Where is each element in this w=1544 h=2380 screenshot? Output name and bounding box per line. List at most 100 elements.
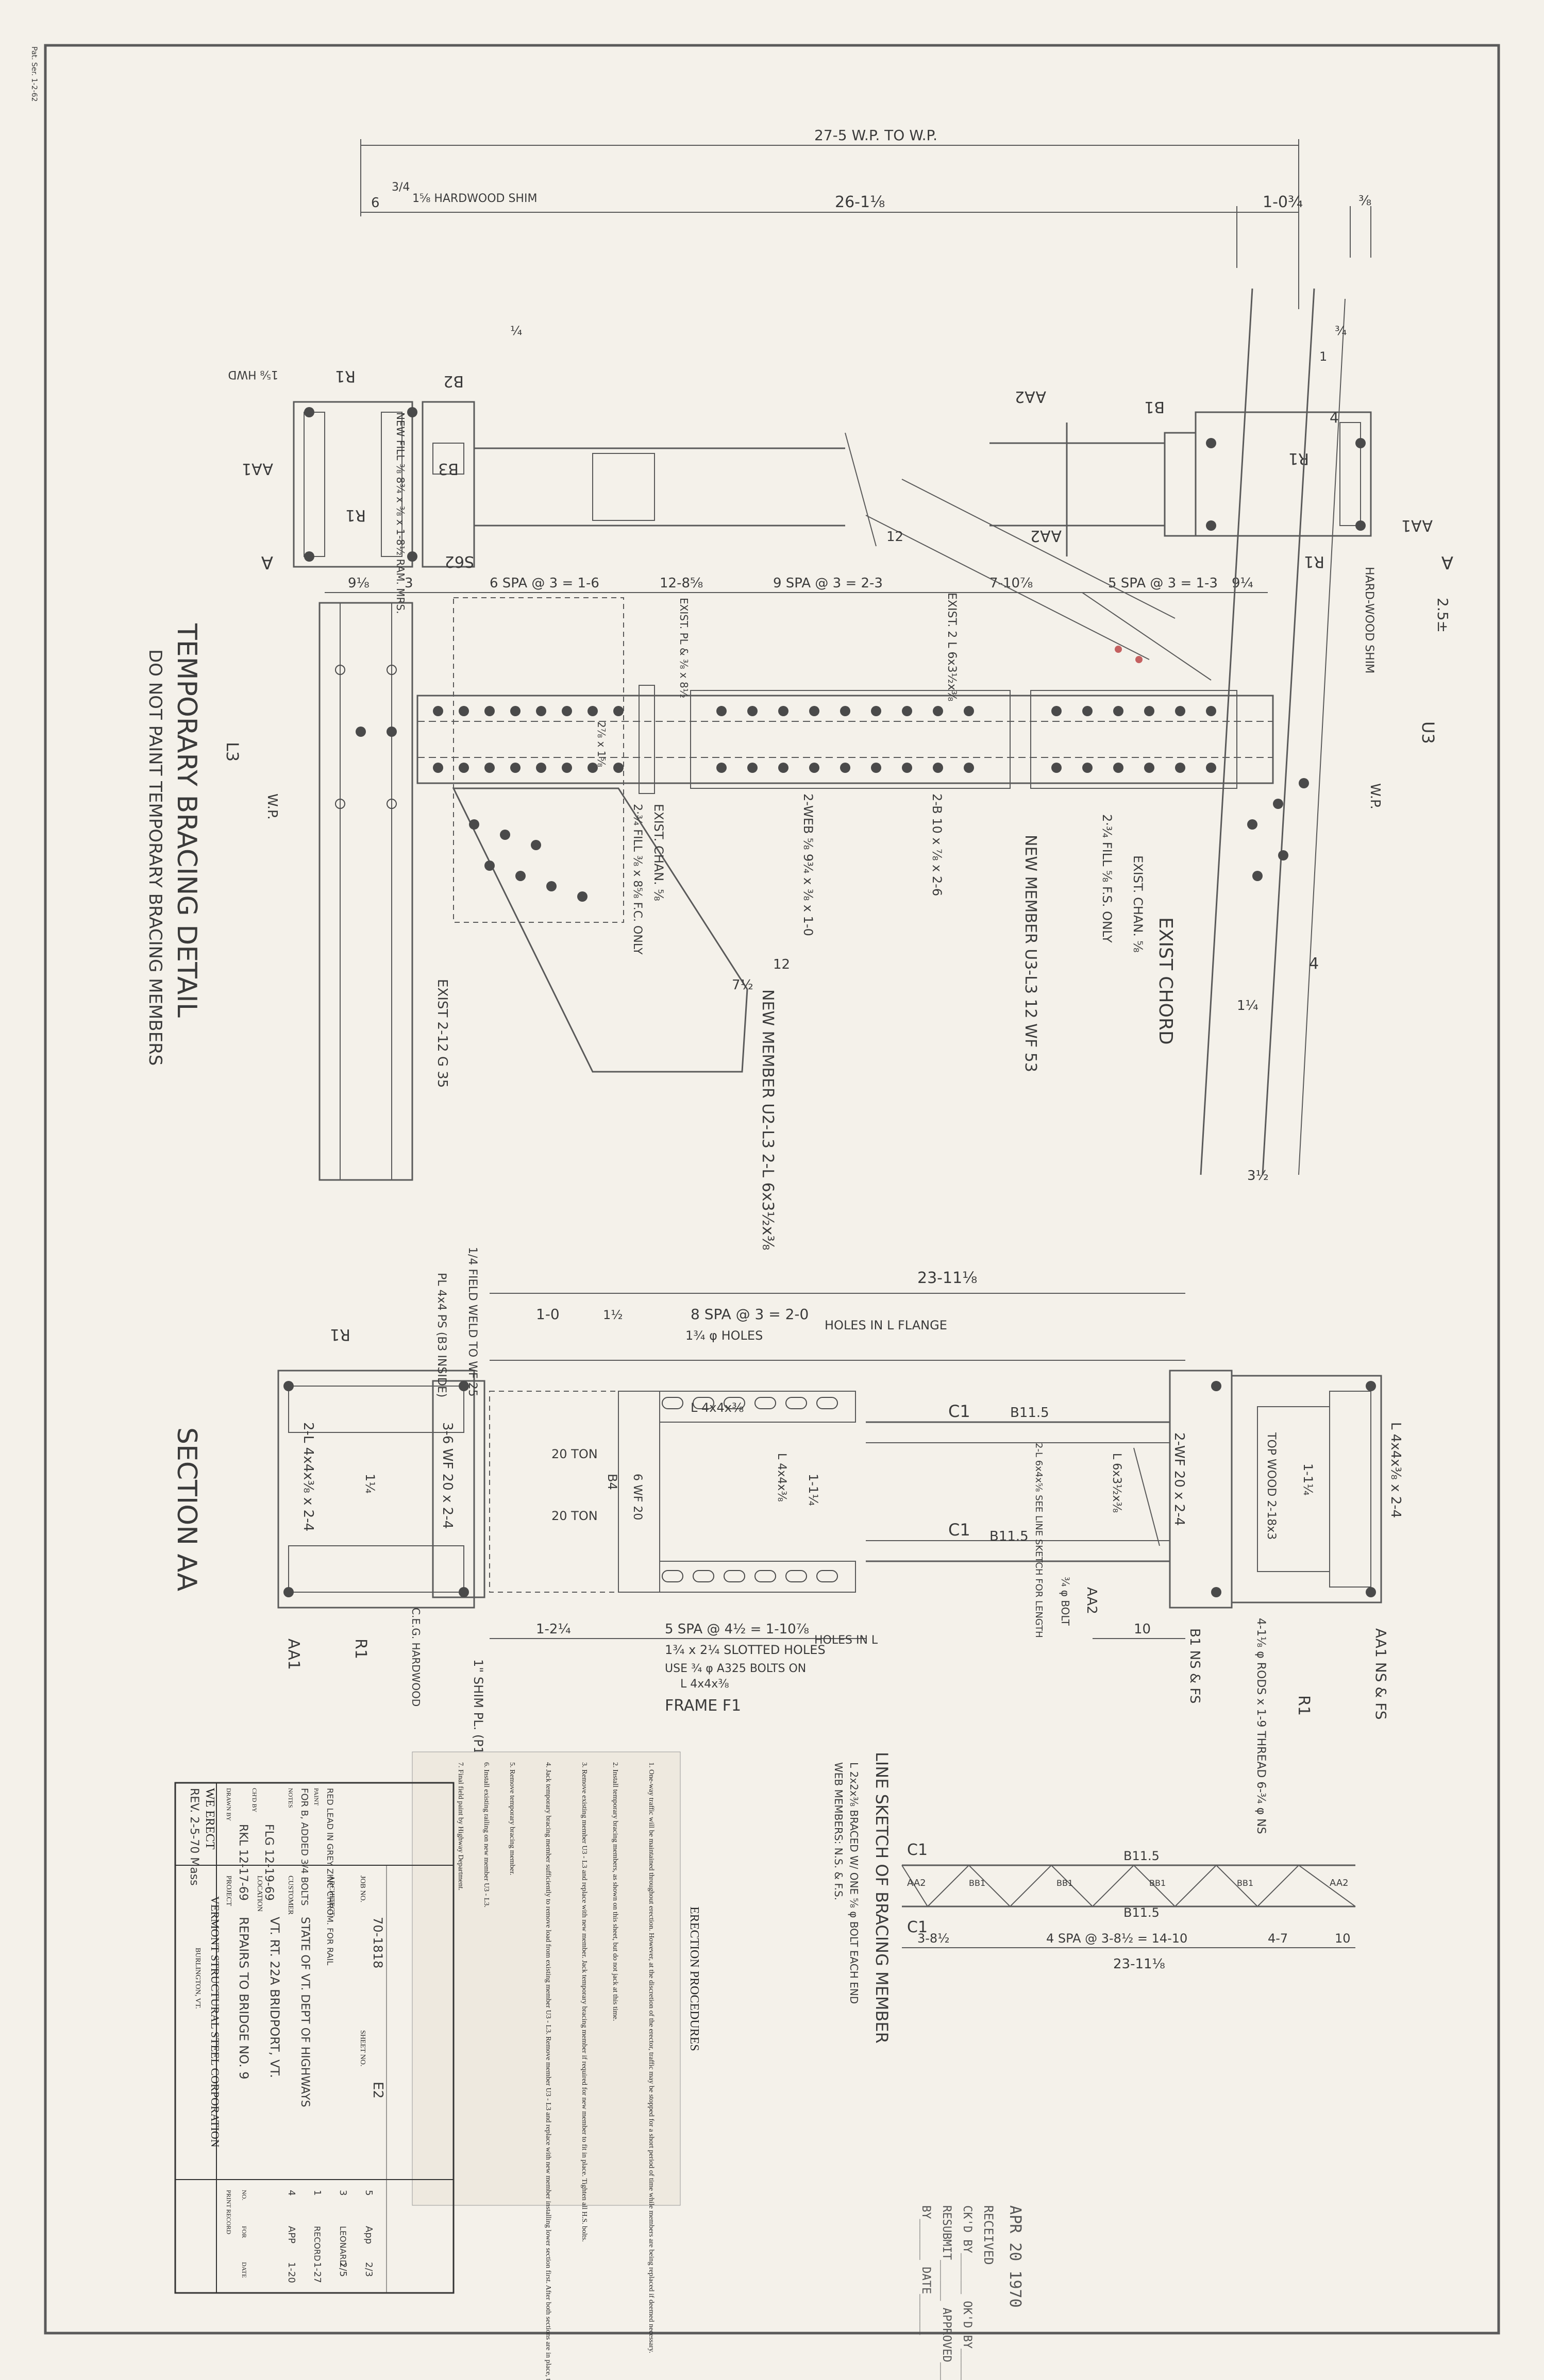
dim-12: 12 bbox=[773, 957, 790, 972]
tb-print-record: PRINT RECORD bbox=[225, 2190, 232, 2234]
sec-top-wood: TOP WOOD 2-18x3 bbox=[1265, 1432, 1278, 1540]
tb-architect-label: ARCHITECT bbox=[328, 1876, 335, 1916]
sec-field-weld: 1/4 FIELD WELD TO WF 25 bbox=[466, 1247, 479, 1397]
erection-step-4: 4. Jack temporary bracing member suffici… bbox=[544, 1762, 552, 2380]
dim-hardwood-shim: 1⅝ HARDWOOD SHIM bbox=[412, 192, 537, 205]
label-exist-l: EXIST 2-12 G 35 bbox=[434, 979, 450, 1088]
ls-overall: 23-11⅛ bbox=[1113, 1956, 1165, 1972]
erection-step-2: 2. Install temporary bracing members, as… bbox=[611, 1762, 619, 2021]
spacing-row: 9⅛ 3 6 SPA @ 3 = 1-6 12-8⅝ 9 SPA @ 3 = 2… bbox=[325, 576, 1268, 593]
sec-bolt: ¾ φ BOLT bbox=[1059, 1577, 1071, 1626]
stamp-ckd: CK'D BY______ OK'D BY______ bbox=[961, 2205, 974, 2380]
left-bearing-assembly bbox=[293, 401, 1372, 568]
sec-slotted: 1¾ x 2¼ SLOTTED HOLES bbox=[665, 1643, 826, 1657]
sec-dim-10-b: 10 bbox=[1134, 1622, 1151, 1637]
ls-bb1-0: BB1 bbox=[969, 1878, 985, 1888]
tb-project: REPAIRS TO BRIDGE NO. 9 bbox=[237, 1917, 251, 2079]
erection-step-7: 7. Final field paint by Highway Departme… bbox=[457, 1762, 464, 1891]
label-a-left: A bbox=[261, 552, 273, 572]
dim-wp-to-wp: 27-5 W.P. TO W.P. bbox=[814, 127, 937, 144]
section-aa-geometry bbox=[277, 1293, 1382, 1639]
spacing-4: 9 SPA @ 3 = 2-3 bbox=[773, 576, 883, 591]
tb-row-label-2: NOTES bbox=[287, 1788, 294, 1808]
ls-bb1-1: BB1 bbox=[1056, 1878, 1073, 1888]
ls-dim-3: 10 bbox=[1335, 1931, 1351, 1946]
sec-holes: 1¾ φ HOLES bbox=[685, 1328, 763, 1343]
dim-1-4: 1¼ bbox=[1237, 998, 1258, 1014]
dim-3-half: 3½ bbox=[1247, 1168, 1269, 1184]
tb-row-label-0: DRAWN BY bbox=[225, 1788, 232, 1821]
label-new-fill: NEW FILL ⅜ 8¾ x ⅜ x 1-8½ RAM. MRS. bbox=[394, 412, 407, 614]
tb-pr-2-2: 2/5 bbox=[338, 2262, 348, 2277]
line-sketch: LINE SKETCH OF BRACING MEMBER L 2x2x⅜ BR… bbox=[832, 1752, 1356, 2044]
sec-dim-10: 1-0 bbox=[536, 1306, 560, 1323]
dim-26: 26-1⅛ bbox=[835, 193, 885, 211]
sec-wf20-b: 6 WF 20 bbox=[631, 1474, 644, 1520]
label-new-member-2: NEW MEMBER U2-L3 2-L 6x3½x⅜ bbox=[759, 989, 777, 1250]
tb-pr-3-2: 2/3 bbox=[363, 2262, 374, 2277]
spacing-3: 12-8⅝ bbox=[660, 576, 703, 591]
sec-dim-overall: 23-11⅛ bbox=[917, 1269, 977, 1287]
tb-job-label: JOB NO. bbox=[359, 1876, 366, 1902]
spacing-6: 5 SPA @ 3 = 1-3 bbox=[1108, 576, 1218, 591]
label-hw-right: HARD-WOOD SHIM bbox=[1363, 567, 1375, 673]
sec-aa1: AA1 NS & FS bbox=[1372, 1628, 1389, 1720]
dim-1-4-top: ¼ bbox=[510, 324, 522, 338]
tb-pr-header-0: NO. bbox=[241, 2190, 248, 2200]
sec-b115-a: B11.5 bbox=[1010, 1405, 1049, 1421]
tb-we-erect: WE ERECT bbox=[203, 1788, 216, 1850]
sec-l6: L 6x3½x⅜ bbox=[1110, 1453, 1123, 1513]
sec-b4: B4 bbox=[605, 1474, 619, 1490]
tb-location-label: LOCATION bbox=[256, 1876, 263, 1912]
sec-dim-spa: 8 SPA @ 3 = 2-0 bbox=[691, 1306, 809, 1323]
label-a-right: A bbox=[1441, 552, 1453, 572]
tb-location: VT. RT. 22A BRIDPORT, VT. bbox=[267, 1917, 282, 2078]
spacing-0: 9⅛ bbox=[348, 576, 370, 591]
sec-frame: FRAME F1 bbox=[665, 1697, 741, 1715]
label-b2: B2 bbox=[443, 372, 464, 390]
label-b3: B3 bbox=[438, 460, 459, 478]
label-aa1: AA1 bbox=[242, 460, 273, 478]
sec-dim-2: 1½ bbox=[603, 1308, 623, 1322]
tb-sheet: E2 bbox=[370, 2082, 385, 2099]
sec-wf20-c: 2-WF 20 x 2-4 bbox=[1171, 1432, 1187, 1526]
tb-pr-0-2: 1-20 bbox=[286, 2262, 297, 2283]
label-web-pl: 2-WEB ⅝ 9¾ x ⅜ x 1-0 bbox=[801, 794, 815, 936]
sec-holes-in: HOLES IN L bbox=[814, 1634, 878, 1647]
tb-pr-0-0: 4 bbox=[286, 2190, 297, 2196]
ls-aa2-b: AA2 bbox=[1330, 1878, 1349, 1888]
sec-aa2: AA2 bbox=[1084, 1587, 1099, 1614]
label-u3: U3 bbox=[1418, 721, 1438, 744]
sheet-border bbox=[44, 44, 1500, 2335]
tb-row-value-3: RED LEAD IN GREY ZINC CHROM. FOR RAIL bbox=[325, 1788, 335, 1965]
tb-row-label-1: CH'D BY bbox=[251, 1788, 258, 1813]
ls-b115-b: B11.5 bbox=[1123, 1905, 1160, 1920]
tb-company: VERMONT STRUCTURAL STEEL CORPORATION bbox=[209, 1896, 222, 2148]
sec-use-bolts: USE ¾ φ A325 BOLTS ON bbox=[665, 1662, 806, 1675]
label-r1-a: R1 bbox=[335, 367, 356, 385]
sec-shim: 1" SHIM PL. (P1) bbox=[471, 1659, 485, 1759]
label-aa2-b: AA2 bbox=[1030, 527, 1062, 545]
sec-c1-b: C1 bbox=[948, 1520, 970, 1540]
tb-row-value-1: FLG 12-19-69 bbox=[262, 1824, 275, 1901]
title-block: WE ERECT REV. 2-5-70 Mass VERMONT STRUCT… bbox=[174, 1782, 455, 2294]
label-aa2: AA2 bbox=[1015, 387, 1046, 406]
spacing-1: 3 bbox=[405, 576, 413, 591]
stamp-resubmit: RESUBMIT______ APPROVED______ bbox=[940, 2205, 953, 2380]
label-hw-left: 1⅝ HWD bbox=[228, 368, 278, 381]
sec-note-l: 2-L 6x4x⅝ SEE LINE SKETCH FOR LENGTH bbox=[1033, 1443, 1044, 1638]
sec-rods: 4-1⅛ φ RODS x 1-9 THREAD 6-¾ φ NS bbox=[1254, 1618, 1267, 1834]
ls-dim-1: 4 SPA @ 3-8½ = 14-10 bbox=[1046, 1931, 1187, 1946]
dim-34: 3/4 bbox=[392, 181, 410, 194]
dim-3-4-right: ¾ bbox=[1335, 324, 1347, 338]
tb-pr-1-1: RECORD bbox=[312, 2226, 322, 2261]
top-dimension-lines: 27-5 W.P. TO W.P. 26-1⅛ 1-0¾ ⅜ 6 3/4 1⅝ … bbox=[360, 127, 1371, 309]
title-temporary-bracing: TEMPORARY BRACING DETAIL bbox=[171, 623, 202, 1018]
line-sketch-sub2: WEB MEMBERS: N.S. & F.S. bbox=[832, 1762, 845, 1900]
dim-1-right: 1 bbox=[1319, 349, 1327, 364]
sec-r1: R1 bbox=[330, 1325, 350, 1343]
dim-10: 1-0¾ bbox=[1263, 193, 1303, 211]
dim-2-5: 2.5± bbox=[1434, 598, 1451, 633]
sec-pl-note: PL 4x4 PS (B3 INSIDE) bbox=[435, 1273, 448, 1397]
label-new-member: NEW MEMBER U3-L3 12 WF 53 bbox=[1021, 835, 1039, 1072]
